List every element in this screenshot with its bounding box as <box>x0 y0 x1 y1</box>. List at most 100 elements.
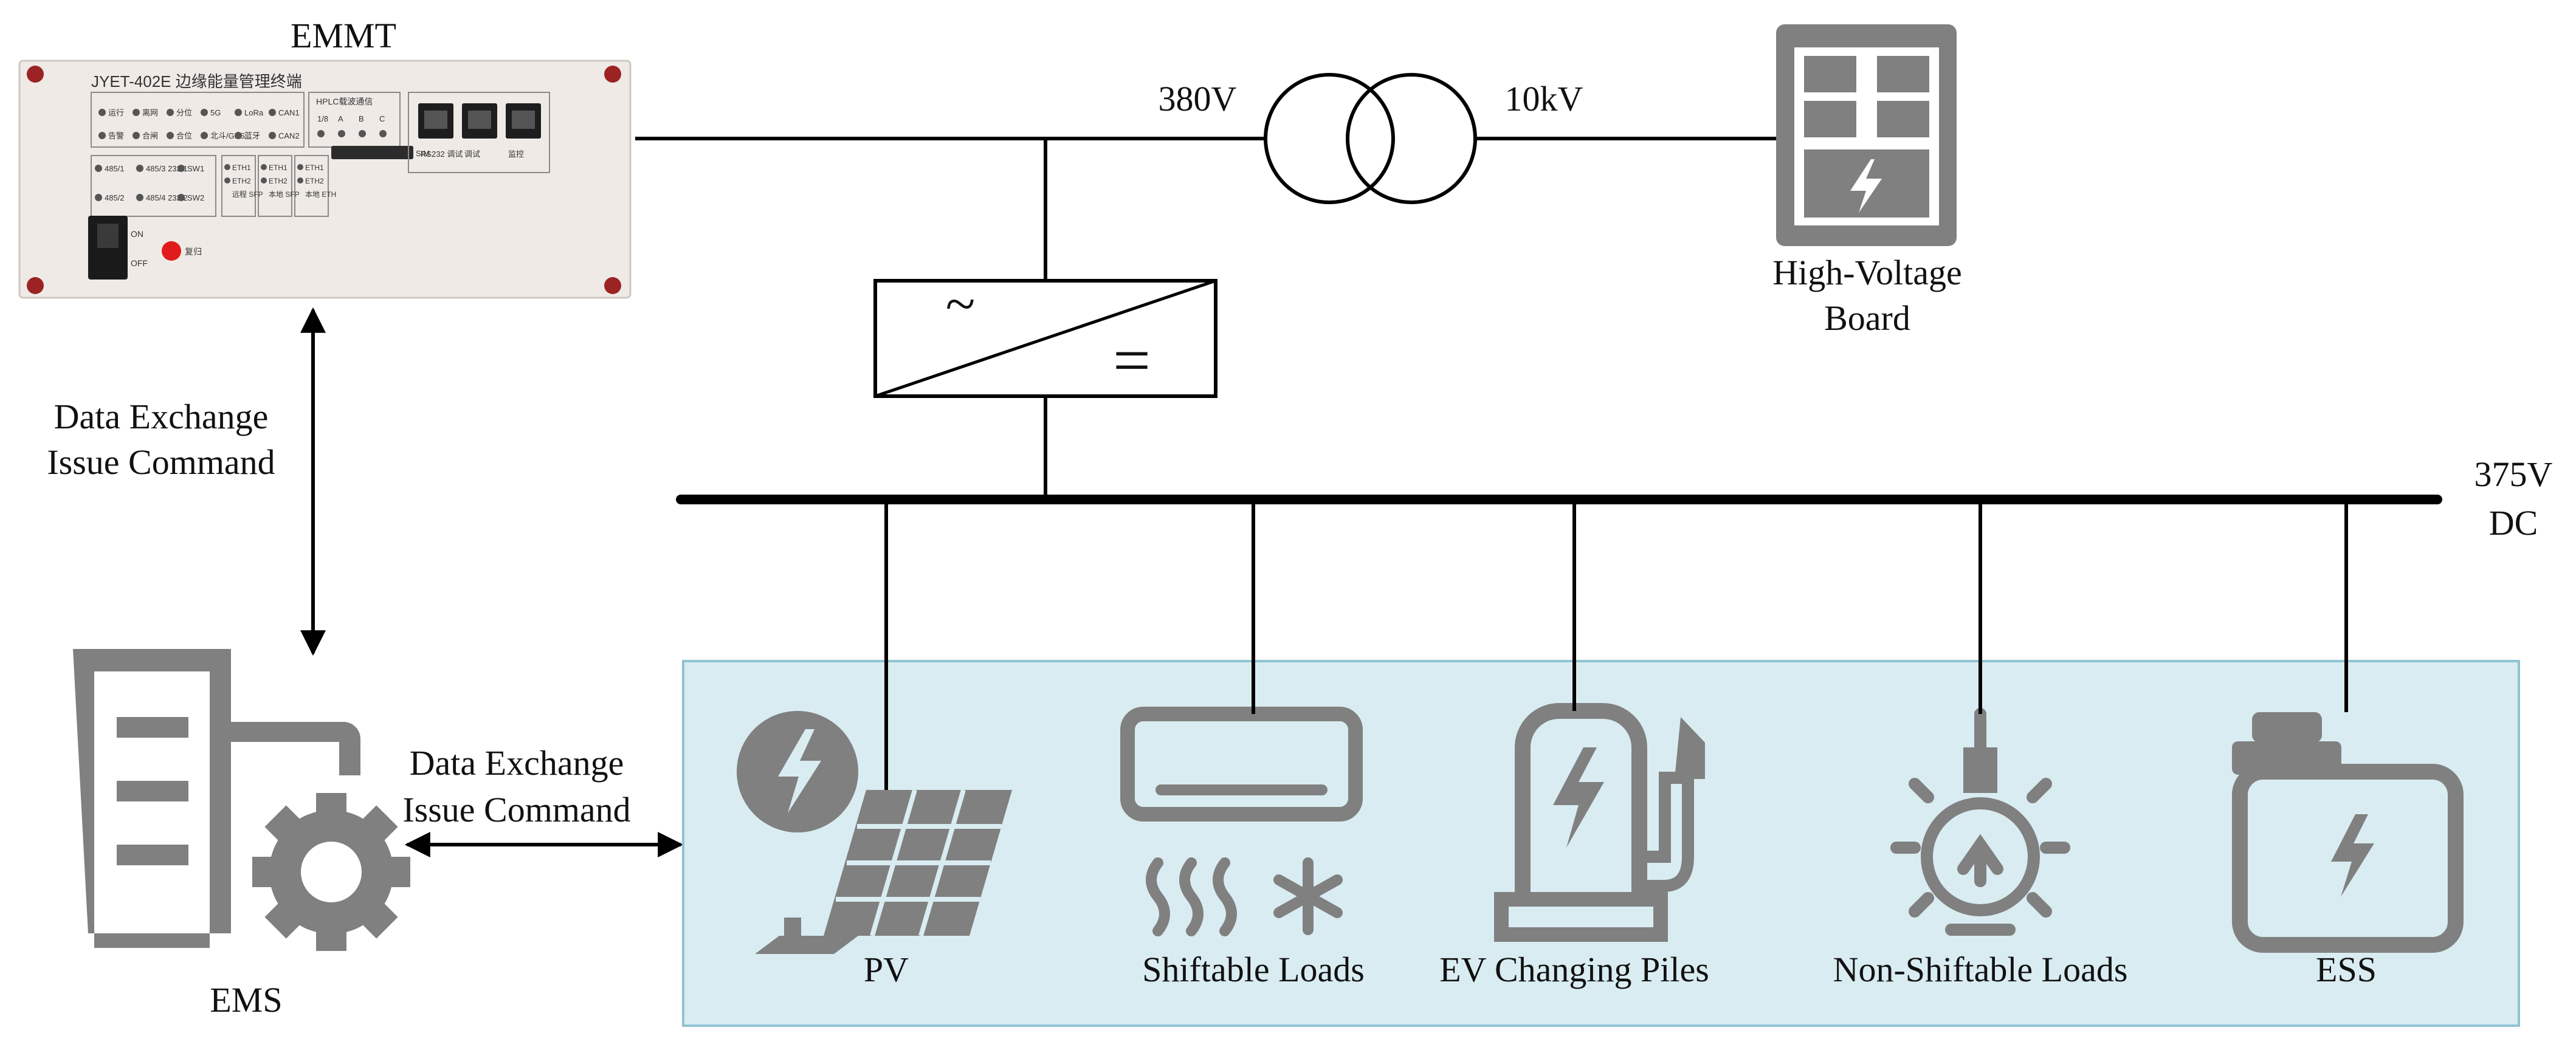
status-led <box>297 164 303 170</box>
status-led <box>133 109 140 116</box>
eth-label: ETH2 <box>232 177 251 185</box>
status-led <box>177 165 185 172</box>
port-label: RS232 调试 <box>421 149 463 159</box>
ev-charger-icon <box>1494 703 1705 942</box>
status-led <box>133 132 140 139</box>
emmt-ems-link-label-line1: Data Exchange <box>54 397 269 436</box>
converter-dc-symbol: = <box>1113 323 1151 397</box>
hv-board-label-line2: Board <box>1824 298 1910 338</box>
emmt-title: EMMT <box>291 16 396 55</box>
port-box <box>408 92 550 173</box>
status-led <box>224 164 230 170</box>
indicator-label: 告警 <box>108 131 124 140</box>
mount-hole <box>27 277 44 294</box>
status-led <box>201 132 208 139</box>
status-led <box>269 109 276 116</box>
gear-icon <box>252 793 410 951</box>
status-led <box>224 177 230 184</box>
status-led <box>379 130 387 137</box>
air-conditioner-icon <box>1120 707 1363 936</box>
transformer-symbol <box>1264 73 1477 204</box>
pv-panel-icon <box>737 711 1012 954</box>
mount-hole <box>604 66 621 83</box>
indicator-label: 运行 <box>108 108 124 117</box>
eth-label: 本地 ETH <box>305 190 336 199</box>
serial-label: 485/2 <box>105 193 125 202</box>
snowflake-icon <box>1273 857 1343 935</box>
serial-label: SW1 <box>187 164 204 173</box>
hv-board-icon <box>1776 24 1957 246</box>
eth-label: ETH1 <box>232 163 251 172</box>
hplc-phase-label: A <box>338 114 343 123</box>
power-switch[interactable] <box>88 216 128 280</box>
reset-button[interactable] <box>162 241 181 261</box>
dc-bus-voltage: 375V <box>2474 455 2553 494</box>
light-bulb-icon <box>1890 708 2070 936</box>
battery-icon <box>2232 712 2464 953</box>
load-label: Non-Shiftable Loads <box>1833 950 2128 989</box>
indicator-label: 合闸 <box>142 131 158 140</box>
load-label: PV <box>864 950 909 989</box>
hplc-phase-label: 1/8 <box>317 114 328 123</box>
sim-label: SIM <box>416 149 430 158</box>
ac-dc-converter <box>873 279 1217 398</box>
serial-label: SW2 <box>187 193 204 202</box>
mount-hole <box>604 277 621 294</box>
sim-slot <box>331 146 413 159</box>
status-led <box>338 130 345 137</box>
eth-group-box <box>258 155 292 217</box>
status-led <box>235 132 242 139</box>
status-led <box>95 165 102 172</box>
hplc-phase-label: B <box>359 114 364 123</box>
status-led <box>261 164 267 170</box>
eth-label: ETH2 <box>305 177 324 185</box>
ems-icon <box>73 649 410 951</box>
indicator-label: 离网 <box>142 108 158 117</box>
switch-on-label: ON <box>131 229 143 239</box>
status-led <box>136 194 143 201</box>
eth-label: ETH1 <box>269 163 288 172</box>
hplc-label: HPLC载波通信 <box>316 97 373 106</box>
indicator-label: 分位 <box>176 108 192 117</box>
indicator-label: 5G <box>210 108 221 117</box>
network-ports: RS232 调试调试 监控 <box>418 103 541 159</box>
reset-label: 复归 <box>185 247 202 256</box>
ems-loads-link-label-line1: Data Exchange <box>410 743 624 783</box>
dc-bus-type: DC <box>2489 503 2538 543</box>
indicator-label: LoRa <box>244 108 264 117</box>
indicator-label: 合位 <box>176 131 192 140</box>
load-label: ESS <box>2316 950 2377 989</box>
status-led <box>201 109 208 116</box>
status-led <box>359 130 366 137</box>
status-led <box>177 194 185 201</box>
status-led <box>98 132 106 139</box>
load-label: EV Changing Piles <box>1439 950 1709 989</box>
ems-label: EMS <box>210 980 282 1020</box>
port-label: 调试 <box>464 149 480 159</box>
lower-io-box <box>91 155 216 217</box>
port-label: 监控 <box>508 149 524 159</box>
serial-label: 485/3 232/1 <box>146 164 188 173</box>
status-led <box>261 177 267 184</box>
device-model: JYET-402E 边缘能量管理终端 <box>91 72 302 91</box>
eth-label: 远程 SFP <box>232 190 263 199</box>
eth-label: ETH1 <box>305 163 324 172</box>
eth-label: ETH2 <box>269 177 288 185</box>
status-led <box>95 194 102 201</box>
hv-board-label-line1: High-Voltage <box>1772 253 1961 292</box>
converter-ac-symbol: ~ <box>946 274 976 334</box>
eth-label: 本地 SFP <box>269 190 300 199</box>
status-led <box>167 132 174 139</box>
serial-label: 485/1 <box>105 164 125 173</box>
status-led <box>235 109 242 116</box>
mount-hole <box>27 66 44 83</box>
load-connector-lines <box>884 499 2348 790</box>
transformer-low-voltage: 380V <box>1159 79 1237 118</box>
eth-group-box <box>221 155 256 217</box>
